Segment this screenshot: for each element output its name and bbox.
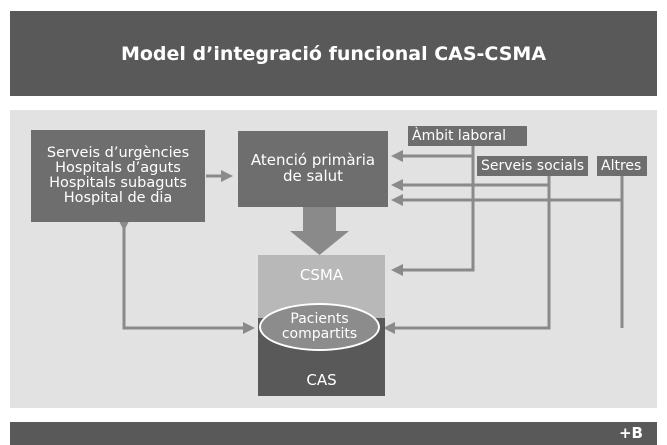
hospital-service-label: Serveis d’urgències bbox=[46, 144, 190, 161]
page-title: Model d’integració funcional CAS-CSMA bbox=[120, 42, 547, 65]
primary-care-label: de salut bbox=[282, 167, 344, 185]
arrow-ambit-to-primary bbox=[391, 146, 475, 162]
ambit-laboral-tag: Àmbit laboral bbox=[408, 126, 527, 146]
arrow-socials-to-shared bbox=[383, 176, 551, 334]
serveis-socials-tag: Serveis socials bbox=[477, 156, 588, 176]
footer-bar: +B bbox=[10, 422, 657, 445]
shared-patients-label: compartits bbox=[281, 326, 358, 342]
brand-logo: +B bbox=[618, 424, 643, 442]
hospital-service-label: Hospitals subaguts bbox=[49, 175, 187, 191]
arrow-hospital-shared-bidirectional bbox=[118, 219, 255, 334]
csma-label: CSMA bbox=[299, 266, 344, 284]
arrow-ambit-to-csma bbox=[391, 146, 475, 276]
hospital-service-label: Hospital de dia bbox=[63, 190, 173, 207]
title-bar: Model d’integració funcional CAS-CSMA bbox=[10, 11, 657, 96]
primary-care-box: Atenció primària de salut bbox=[238, 131, 388, 207]
hospital-services-box: Serveis d’urgències Hospitals d’aguts Ho… bbox=[31, 130, 205, 222]
arrow-primary-to-csma bbox=[290, 207, 349, 255]
hospital-service-label: Hospitals d’aguts bbox=[55, 159, 181, 176]
primary-care-label: Atenció primària bbox=[250, 151, 376, 170]
shared-patients-label: Pacients bbox=[290, 311, 349, 328]
shared-patients-ellipse: Pacients compartits bbox=[259, 303, 380, 351]
arrow-altres-to-primary bbox=[391, 176, 624, 206]
cas-label: CAS bbox=[306, 371, 337, 389]
altres-tag: Altres bbox=[597, 156, 647, 176]
